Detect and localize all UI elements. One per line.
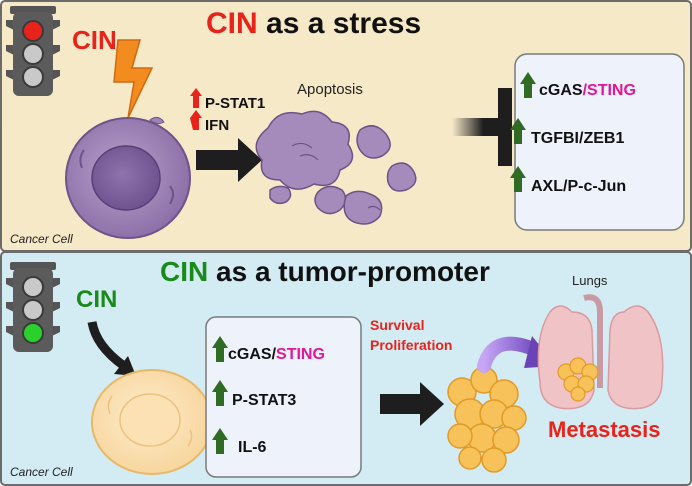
metastasis-label: Metastasis — [548, 417, 661, 442]
sting-label: STING — [587, 82, 636, 99]
slash-separator: / — [272, 346, 277, 363]
up-arrow-icon — [510, 118, 526, 144]
stress-title-prefix: CIN — [206, 7, 258, 40]
up-arrow-icon — [520, 72, 536, 98]
stress-box-item-1: cGAS/STING — [539, 82, 636, 99]
metastatic-tumor-icon — [557, 357, 599, 402]
stress-title-rest: as a stress — [258, 7, 421, 40]
inhibition-bar-icon — [452, 88, 512, 166]
promoter-box-item-3: IL-6 — [238, 439, 267, 456]
up-arrow-icon — [190, 110, 202, 130]
stress-box-item-2: TGFBI/ZEB1 — [531, 130, 624, 147]
apoptosis-label: Apoptosis — [297, 81, 363, 98]
tumor-promoter-title-rest: as a tumor-promoter — [208, 256, 490, 287]
tumor-promoter-title-prefix: CIN — [160, 256, 208, 287]
lungs-icon — [537, 294, 664, 410]
traffic-light-red-icon — [6, 6, 60, 96]
signal-list: P-STAT1 IFN — [190, 88, 265, 134]
tumor-promoter-title: CIN as a tumor-promoter — [160, 256, 490, 287]
fragment-organelles — [291, 142, 381, 211]
stress-title: CIN as a stress — [206, 7, 421, 40]
cancer-cell-icon — [91, 369, 213, 475]
tumor-cluster-icon — [447, 366, 527, 473]
promoter-pathway-box: cGAS/STING P-STAT3 IL-6 — [205, 316, 362, 478]
signal-p-stat1: P-STAT1 — [205, 95, 265, 112]
cgas-label: cGAS — [228, 346, 272, 363]
up-arrow-icon — [212, 336, 228, 362]
tumor-promoter-cin-label: CIN — [76, 286, 117, 313]
stress-pathway-box: cGAS/STING TGFBI/ZEB1 AXL/P-c-Jun — [510, 53, 685, 231]
promoter-box-item-2: P-STAT3 — [232, 392, 296, 409]
cancer-cell-icon — [65, 116, 191, 239]
up-arrow-icon — [190, 88, 202, 108]
outcome-proliferation: Proliferation — [370, 337, 452, 353]
stress-cell-label: Cancer Cell — [10, 232, 73, 246]
slash-separator: / — [583, 82, 588, 99]
lightning-bolt-icon — [113, 39, 154, 119]
signal-ifn: IFN — [205, 117, 229, 134]
stress-cin-label: CIN — [72, 25, 117, 55]
up-arrow-icon — [212, 380, 228, 406]
cgas-label: cGAS — [539, 82, 583, 99]
up-arrow-icon — [510, 166, 526, 192]
tumor-promoter-panel: CIN as a tumor-promoter CIN cGAS/STING P… — [0, 251, 692, 486]
promoter-cell-label: Cancer Cell — [10, 465, 73, 479]
lungs-label: Lungs — [572, 273, 608, 288]
apoptotic-cell-fragments-icon — [255, 110, 417, 225]
traffic-light-green-icon — [6, 262, 60, 352]
outcome-survival: Survival — [370, 317, 424, 333]
up-arrow-icon — [212, 428, 228, 454]
stress-box-item-3: AXL/P-c-Jun — [531, 178, 626, 195]
progression-arrow-icon — [196, 138, 262, 182]
progression-arrow-icon — [380, 382, 444, 426]
stress-panel: CIN as a stress CIN P-STAT1 IFN Apoptosi… — [0, 0, 692, 252]
cin-arrow-icon — [87, 321, 136, 376]
promoter-box-item-1: cGAS/STING — [228, 346, 325, 363]
sting-label: STING — [276, 346, 325, 363]
